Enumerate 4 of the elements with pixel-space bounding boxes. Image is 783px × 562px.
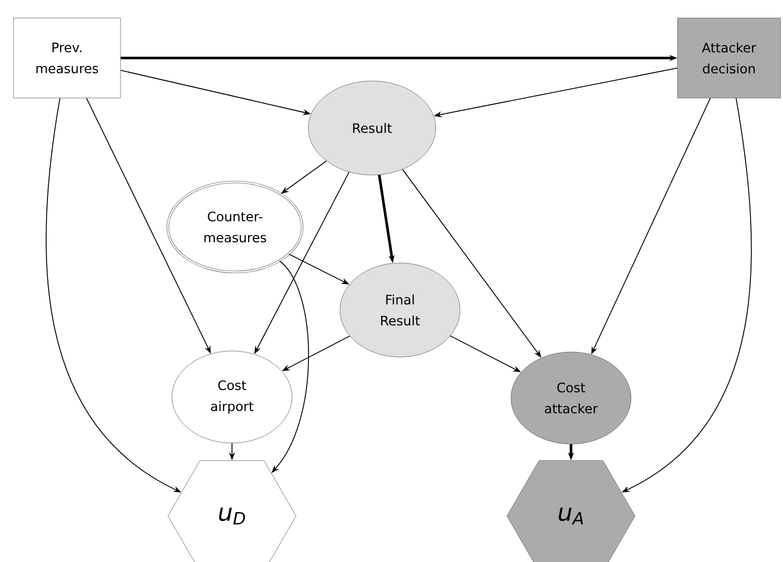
decision-box: Prev. measures (13, 18, 121, 98)
utility-hexagon: u$_{D}$ (168, 460, 296, 562)
decision-box: Attacker decision (677, 18, 781, 98)
utility-hexagon: u$_{A}$ (506, 460, 636, 562)
